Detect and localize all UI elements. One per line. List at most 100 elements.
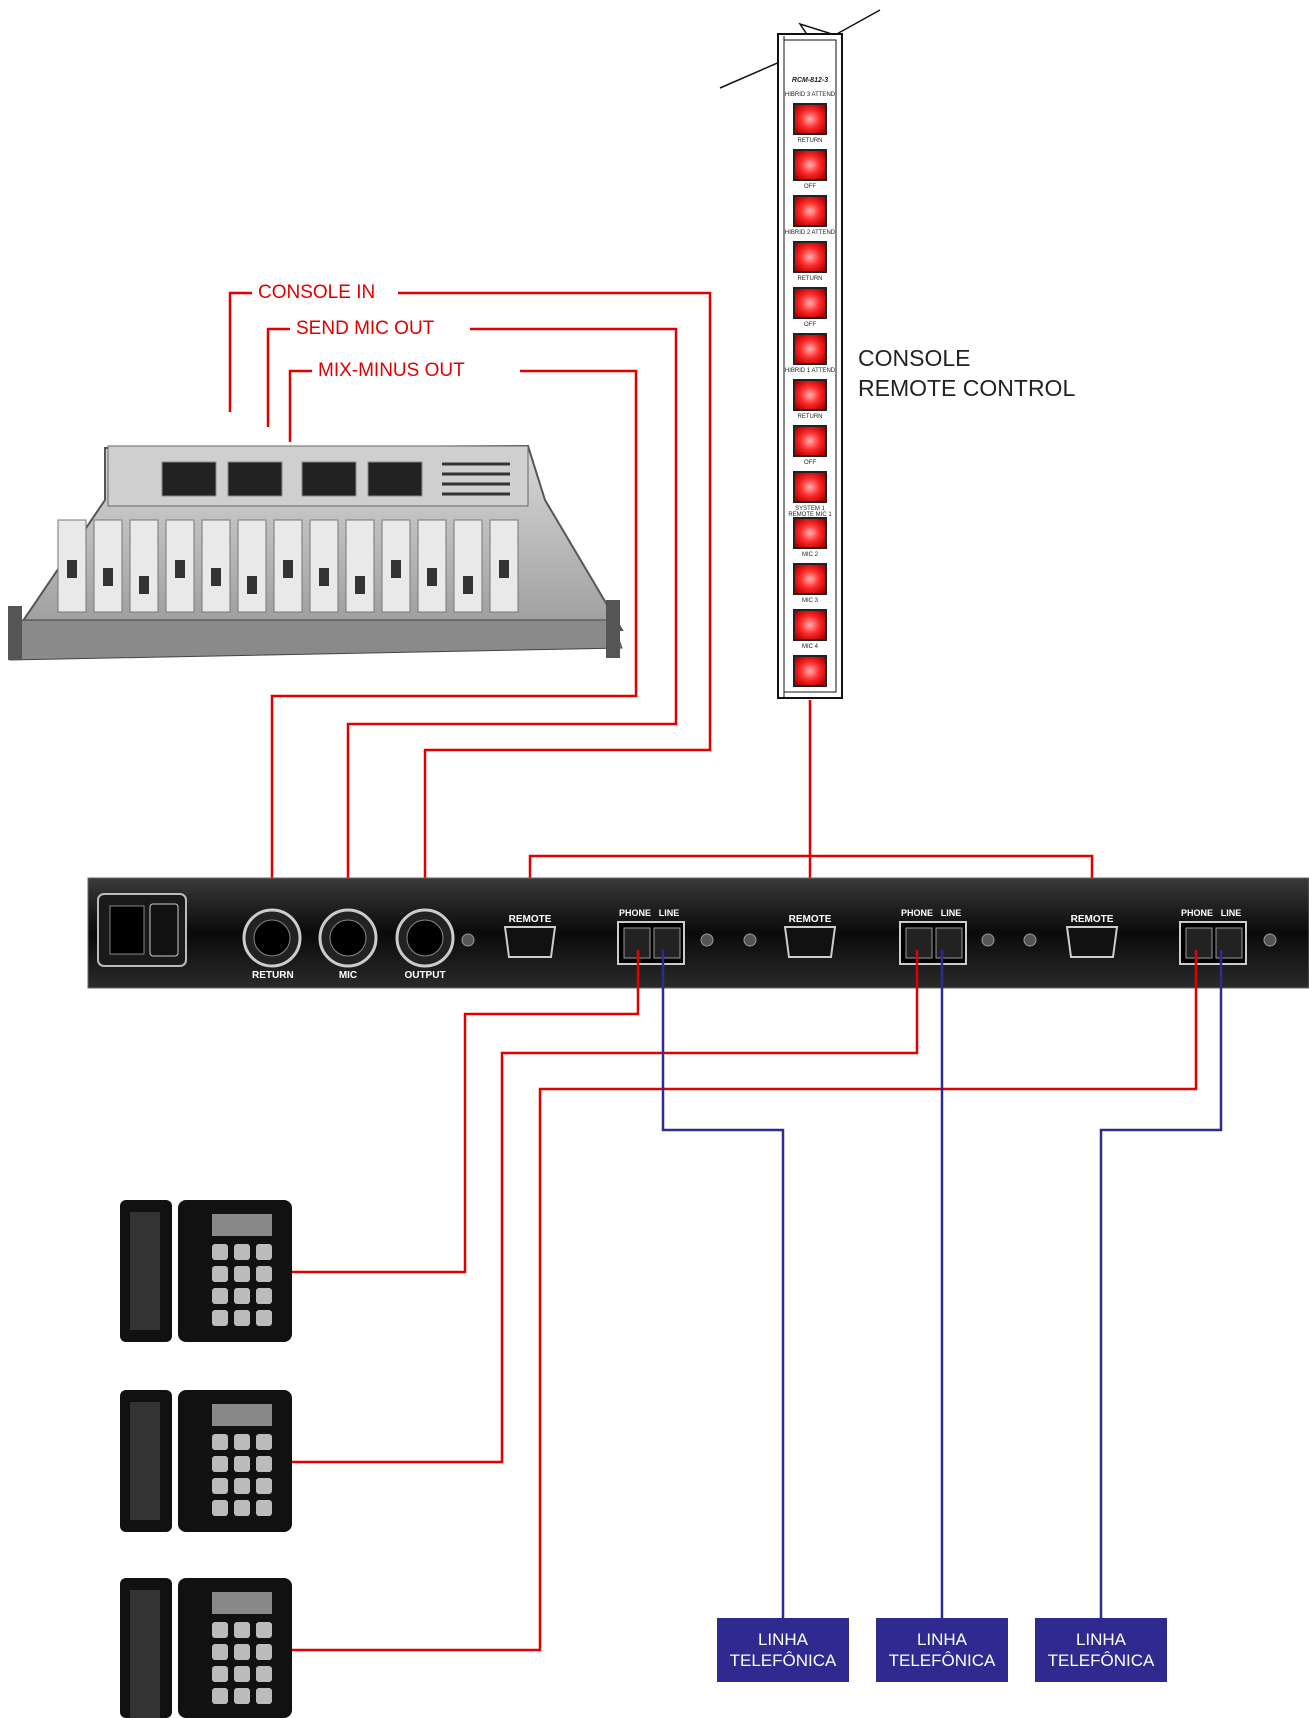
- fader-knob-icon: [283, 560, 293, 578]
- fader-knob-icon: [391, 560, 401, 578]
- fader-knob-icon: [139, 576, 149, 594]
- keypad-key: [234, 1456, 250, 1472]
- remote-button[interactable]: [793, 241, 827, 273]
- fader-knob-icon: [247, 576, 257, 594]
- remote-button[interactable]: [793, 333, 827, 365]
- xlr-mic-label: MIC: [338, 970, 358, 981]
- keypad-key: [212, 1478, 228, 1494]
- keypad-key: [256, 1688, 272, 1704]
- line-2-label: LINE: [940, 908, 962, 918]
- keypad-key: [256, 1478, 272, 1494]
- remote-1-label: REMOTE: [508, 914, 552, 925]
- db9-remote-2-icon: [783, 926, 837, 958]
- channel-strip: [237, 519, 267, 613]
- keypad-key: [234, 1622, 250, 1638]
- keypad-key: [256, 1310, 272, 1326]
- remote-button[interactable]: [793, 149, 827, 181]
- fader-knob-icon: [427, 568, 437, 586]
- db9-remote-3-icon: [1065, 926, 1119, 958]
- phone-2-label: PHONE: [900, 908, 933, 918]
- telephone-line-box-2: LINHA TELEFÔNICA: [876, 1618, 1008, 1682]
- remote-button-label: MIC 2: [801, 552, 818, 558]
- keypad-key: [212, 1266, 228, 1282]
- line-wires: [661, 950, 1223, 1620]
- line-1-label: LINE: [658, 908, 680, 918]
- power-switch-icon: [149, 903, 179, 957]
- phone-3-label: PHONE: [1180, 908, 1213, 918]
- channel-strip: [417, 519, 447, 613]
- keypad-key: [234, 1266, 250, 1282]
- remote-button[interactable]: [793, 517, 827, 549]
- telephone-line-3-top: LINHA: [1075, 1630, 1127, 1649]
- keypad-key: [212, 1500, 228, 1516]
- rj11-ports-3-icon: [1179, 921, 1247, 965]
- remote-button[interactable]: [793, 563, 827, 595]
- channel-strip: [345, 519, 375, 613]
- remote-button[interactable]: [793, 103, 827, 135]
- keypad-key: [212, 1288, 228, 1304]
- remote-button-label: OFF: [804, 184, 816, 190]
- keypad-key: [212, 1310, 228, 1326]
- keypad-key: [212, 1688, 228, 1704]
- channel-strip: [93, 519, 123, 613]
- remote-button-label: OFF: [804, 460, 816, 466]
- db9-remote-1-icon: [503, 926, 557, 958]
- keypad-key: [256, 1288, 272, 1304]
- keypad-key: [212, 1434, 228, 1450]
- line-3-label: LINE: [1220, 908, 1242, 918]
- channel-strip: [453, 519, 483, 613]
- remote-button[interactable]: [793, 195, 827, 227]
- remote-button[interactable]: [793, 287, 827, 319]
- keypad-key: [212, 1644, 228, 1660]
- mixing-console-icon: [8, 444, 624, 661]
- keypad-key: [212, 1244, 228, 1260]
- channel-strip: [129, 519, 159, 613]
- telephone-line-2-top: LINHA: [916, 1630, 968, 1649]
- remote-model-label: RCM-812-3: [791, 77, 829, 84]
- remote-button[interactable]: [793, 471, 827, 503]
- remote-button[interactable]: [793, 379, 827, 411]
- keypad-key: [234, 1644, 250, 1660]
- telephone-line-1-bottom: TELEFÔNICA: [729, 1651, 837, 1670]
- xlr-output-label: OUTPUT: [404, 970, 446, 981]
- fader-knob-icon: [67, 560, 77, 578]
- remote-button-label: MIC 3: [801, 598, 818, 604]
- remote-button[interactable]: [793, 609, 827, 641]
- xlr-return-icon: [242, 908, 302, 968]
- keypad-key: [234, 1500, 250, 1516]
- keypad-key: [234, 1434, 250, 1450]
- remote-button[interactable]: [793, 425, 827, 457]
- remote-button-label: SYSTEM 1 REMOTE MIC 1: [788, 506, 832, 518]
- remote-button[interactable]: [793, 655, 827, 687]
- remote-button-label: HIBRID 2 ATTEND: [784, 230, 836, 236]
- send-mic-out-label: SEND MIC OUT: [290, 318, 441, 340]
- telephone-line-box-1: LINHA TELEFÔNICA: [717, 1618, 849, 1682]
- fader-knob-icon: [211, 568, 221, 586]
- mix-minus-out-label: MIX-MINUS OUT: [312, 360, 471, 382]
- rj11-ports-2-icon: [899, 921, 967, 965]
- keypad-key: [256, 1666, 272, 1682]
- keypad-key: [256, 1244, 272, 1260]
- fader-knob-icon: [463, 576, 473, 594]
- keypad-key: [234, 1688, 250, 1704]
- xlr-output-icon: [395, 908, 455, 968]
- xlr-mic-icon: [318, 908, 378, 968]
- keypad-key: [256, 1622, 272, 1638]
- xlr-return-label: RETURN: [252, 970, 294, 981]
- fader-knob-icon: [175, 560, 185, 578]
- remote-control-title-line2: REMOTE CONTROL: [858, 375, 1076, 401]
- telephone-line-2-bottom: TELEFÔNICA: [888, 1651, 996, 1670]
- remote-button-label: MIC 4: [801, 644, 818, 650]
- remote-control-title-line1: CONSOLE: [858, 345, 971, 371]
- keypad-key: [256, 1434, 272, 1450]
- keypad-key: [256, 1266, 272, 1282]
- rj11-ports-1-icon: [617, 921, 685, 965]
- fader-knob-icon: [499, 560, 509, 578]
- telephone-line-1-top: LINHA: [757, 1630, 809, 1649]
- keypad-key: [212, 1666, 228, 1682]
- keypad-key: [234, 1244, 250, 1260]
- keypad-key: [234, 1288, 250, 1304]
- remote-button-label: RETURN: [797, 414, 823, 420]
- keypad-key: [234, 1310, 250, 1326]
